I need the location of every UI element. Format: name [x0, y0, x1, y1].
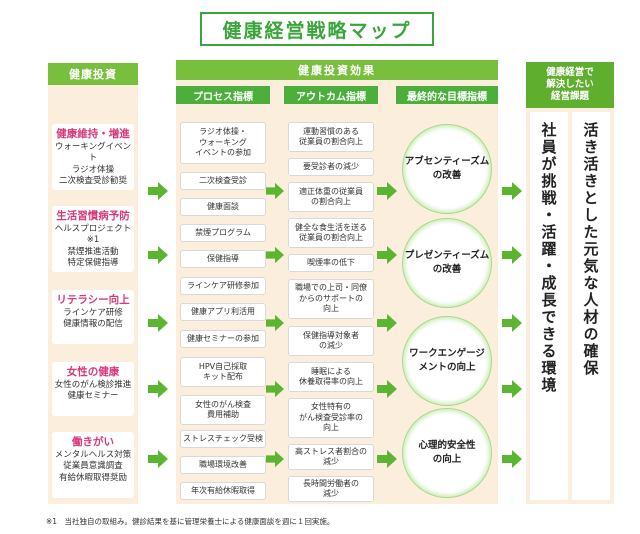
investment-title: 健康維持・増進	[56, 128, 130, 140]
outcome-box: 保健指導対象者 の減少	[288, 326, 374, 356]
issue-header-line2: 解決したい	[546, 79, 594, 91]
arrow-right-icon	[148, 182, 168, 200]
investment-line: ラジオ体操	[71, 164, 115, 175]
outcome-box: 健全な食生活を送る 従業員の割合向上	[288, 218, 374, 248]
issue-text: 社員が挑戦・活躍・成長できる環境	[530, 112, 568, 500]
arrow-right-icon	[502, 246, 522, 264]
outcome-box: 長時間労働者の 減少	[288, 476, 374, 502]
outcome-box: 女性特有の がん検査受診率の 向上	[288, 398, 374, 438]
investment-line: ラインケア研修	[63, 307, 123, 318]
arrow-right-icon	[502, 182, 522, 200]
arrow-right-icon	[376, 246, 398, 264]
arrow-right-icon	[148, 314, 168, 332]
investment-line: 女性のがん検診推進	[54, 379, 132, 390]
process-box: 職場環境改善	[180, 456, 266, 474]
arrow-right-icon	[266, 450, 284, 468]
investment-line: 有給休暇取得奨励	[58, 472, 127, 483]
arrow-right-icon	[502, 314, 522, 332]
investment-line: 健康セミナー	[67, 391, 119, 402]
process-box: 健康面談	[180, 198, 266, 216]
process-box: 健康アプリ利活用	[180, 303, 266, 321]
issue-text: 活き活きとした元気な人材の確保	[572, 112, 610, 500]
investment-item: 生活習慣病予防 ヘルスプロジェクト※1 禁煙推進活動 特定保健指導	[52, 206, 134, 272]
outcome-box: 睡眠による 休養取得率の向上	[288, 362, 374, 392]
process-box: 女性のがん検査 費用補助	[180, 395, 266, 425]
arrow-right-icon	[266, 314, 284, 332]
arrow-right-icon	[148, 380, 168, 398]
process-box: ラインケア研修参加	[180, 277, 266, 295]
process-box: 二次検査受診	[180, 172, 266, 190]
goal-header: 最終的な目標指標	[396, 86, 498, 104]
goal-circle: プレゼンティーズム の改善	[402, 218, 492, 308]
investment-item: 働きがい メンタルヘルス対策 従業員意識調査 有給休暇取得奨励	[52, 432, 134, 498]
investment-title: 働きがい	[72, 436, 114, 448]
arrow-right-icon	[376, 380, 398, 398]
outcome-box: 運動習慣のある 従業員の割合向上	[288, 122, 374, 152]
investment-line: ウォーキングイベント	[54, 141, 132, 164]
outcome-box: 喫煙率の低下	[288, 254, 374, 272]
arrow-right-icon	[376, 450, 398, 468]
goal-circle: アブセンティーズム の改善	[402, 124, 492, 214]
investment-line: 特定保健指導	[67, 258, 119, 269]
issue-header-line3: 経営課題	[550, 90, 589, 102]
arrow-right-icon	[376, 314, 398, 332]
process-box: 年次有給休暇取得	[180, 482, 266, 500]
investment-line: 禁煙推進活動	[67, 246, 119, 257]
footnote: ※1 当社独自の取組み。健診結果を基に管理栄養士による健康面談を週に１回実施。	[46, 517, 335, 526]
outcome-box: 職場での上司・同僚 からのサポートの 向上	[288, 279, 374, 319]
investment-line: メンタルヘルス対策	[54, 449, 132, 460]
arrow-right-icon	[266, 380, 284, 398]
arrow-right-icon	[266, 246, 284, 264]
arrow-right-icon	[502, 380, 522, 398]
issue-header-line1: 健康経営で	[546, 67, 594, 79]
arrow-right-icon	[502, 450, 522, 468]
outcome-header: アウトカム指標	[284, 86, 378, 104]
page-title: 健康経営戦略マップ	[200, 12, 434, 46]
process-box: ラジオ体操・ ウォーキング イベントの参加	[180, 122, 266, 164]
investment-line: 健康情報の配信	[63, 319, 123, 330]
outcome-box: 要受診者の減少	[288, 158, 374, 176]
effect-header: 健康投資効果	[176, 60, 498, 80]
goal-circle: ワークエンゲージ メントの向上	[402, 316, 492, 406]
investment-line: 従業員意識調査	[63, 461, 123, 472]
process-box: HPV自己採取 キット配布	[180, 357, 266, 387]
outcome-box: 高ストレス者割合の 減少	[288, 444, 374, 470]
process-box: 保健指導	[180, 250, 266, 268]
investment-header: 健康投資	[48, 63, 138, 85]
process-header: プロセス指標	[176, 86, 270, 104]
investment-item: 女性の健康 女性のがん検診推進 健康セミナー	[52, 362, 134, 416]
arrow-right-icon	[376, 182, 398, 200]
investment-title: リテラシー向上	[56, 294, 130, 306]
process-box: 健康セミナーの参加	[180, 330, 266, 348]
investment-line: ヘルスプロジェクト※1	[54, 223, 132, 246]
process-box: ストレスチェック受検	[180, 430, 266, 448]
outcome-box: 適正体重の従業員 の割合向上	[288, 182, 374, 212]
investment-item: 健康維持・増進 ウォーキングイベント ラジオ体操 二次検査受診勧奨	[52, 124, 134, 190]
investment-title: 生活習慣病予防	[56, 210, 130, 222]
arrow-right-icon	[148, 450, 168, 468]
investment-item: リテラシー向上 ラインケア研修 健康情報の配信	[52, 290, 134, 344]
arrow-right-icon	[266, 182, 284, 200]
arrow-right-icon	[148, 246, 168, 264]
goal-circle: 心理的安全性 の向上	[402, 408, 492, 498]
investment-title: 女性の健康	[66, 366, 120, 378]
page-title-text: 健康経営戦略マップ	[222, 19, 412, 42]
process-box: 禁煙プログラム	[180, 224, 266, 242]
investment-line: 二次検査受診勧奨	[58, 176, 127, 187]
issue-header: 健康経営で 解決したい 経営課題	[526, 62, 614, 108]
